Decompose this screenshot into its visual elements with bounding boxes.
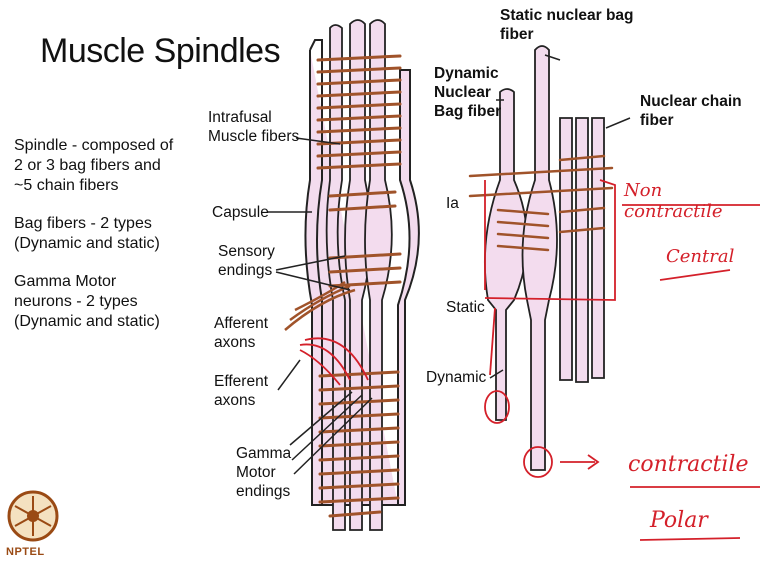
label-line: Efferent (214, 372, 268, 391)
label-line: Bag fiber (434, 102, 501, 121)
label-line: Afferent (214, 314, 268, 333)
label-line: axons (214, 391, 268, 410)
label-line: axons (214, 333, 268, 352)
bullet-line: Bag fibers - 2 types (14, 214, 204, 234)
slide-title: Muscle Spindles (40, 32, 280, 71)
label-intrafusal: Intrafusal Muscle fibers (208, 108, 299, 146)
bullet-list: Spindle - composed of 2 or 3 bag fibers … (14, 136, 204, 350)
label-static: Static (446, 298, 485, 317)
label-line: Gamma (236, 444, 291, 463)
bullet-composition: Spindle - composed of 2 or 3 bag fibers … (14, 136, 204, 196)
label-static-bag: Static nuclear bag fiber (500, 6, 634, 44)
bullet-line: neurons - 2 types (14, 292, 204, 312)
label-chain: Nuclear chain fiber (640, 92, 742, 130)
label-gamma: Gamma Motor endings (236, 444, 291, 501)
label-efferent: Efferent axons (214, 372, 268, 410)
label-ia: Ia (446, 194, 459, 213)
note-contractile: contractile (628, 452, 748, 477)
label-afferent: Afferent axons (214, 314, 268, 352)
bullet-line: Gamma Motor (14, 272, 204, 292)
label-line: Intrafusal (208, 108, 299, 127)
nptel-logo-icon (6, 488, 60, 546)
label-line: fiber (500, 25, 634, 44)
bullet-gamma-types: Gamma Motor neurons - 2 types (Dynamic a… (14, 272, 204, 332)
bullet-line: ~5 chain fibers (14, 176, 204, 196)
label-line: Sensory (218, 242, 275, 261)
bullet-line: (Dynamic and static) (14, 234, 204, 254)
label-line: Nuclear chain (640, 92, 742, 111)
note-polar: Polar (650, 508, 708, 533)
bullet-line: Spindle - composed of (14, 136, 204, 156)
label-line: Motor (236, 463, 291, 482)
label-line: endings (236, 482, 291, 501)
bullet-line: (Dynamic and static) (14, 312, 204, 332)
note-noncontractile: Non contractile (624, 180, 763, 222)
nptel-logo-text: NPTEL (6, 546, 45, 558)
label-dynamic: Dynamic (426, 368, 486, 387)
note-central: Central (666, 246, 734, 267)
label-dynamic-bag: Dynamic Nuclear Bag fiber (434, 64, 501, 121)
label-line: Dynamic (434, 64, 501, 83)
label-capsule: Capsule (212, 203, 269, 222)
bullet-bag-types: Bag fibers - 2 types (Dynamic and static… (14, 214, 204, 254)
label-sensory: Sensory endings (218, 242, 275, 280)
label-line: Muscle fibers (208, 127, 299, 146)
label-line: Static nuclear bag (500, 6, 634, 25)
label-line: fiber (640, 111, 742, 130)
label-line: Nuclear (434, 83, 501, 102)
label-line: endings (218, 261, 275, 280)
bullet-line: 2 or 3 bag fibers and (14, 156, 204, 176)
